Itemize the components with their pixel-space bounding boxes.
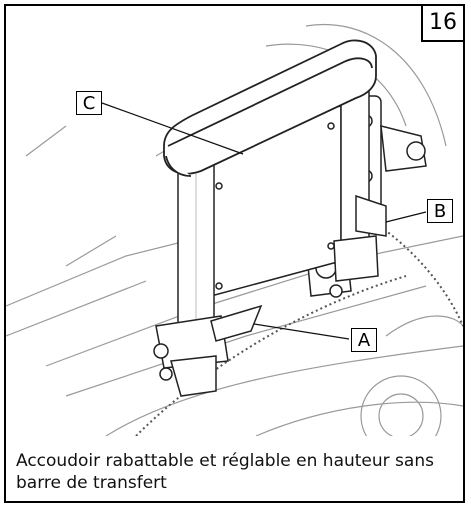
armrest-illustration [6,6,463,436]
armrest-pad [163,39,377,177]
figure-caption: Accoudoir rabattable et réglable en haut… [16,451,434,493]
figure-frame: 16 C B A Accoudoir rabattable et réglabl… [4,4,465,503]
front-post [153,155,263,397]
callout-c: C [76,91,102,115]
figure-number: 16 [421,6,463,42]
callout-a: A [351,328,377,352]
leader-lines [101,102,427,340]
callout-b: B [427,199,453,223]
wheel-rim [135,205,463,436]
armrest-drawing [6,23,463,436]
rear-post [333,80,387,282]
